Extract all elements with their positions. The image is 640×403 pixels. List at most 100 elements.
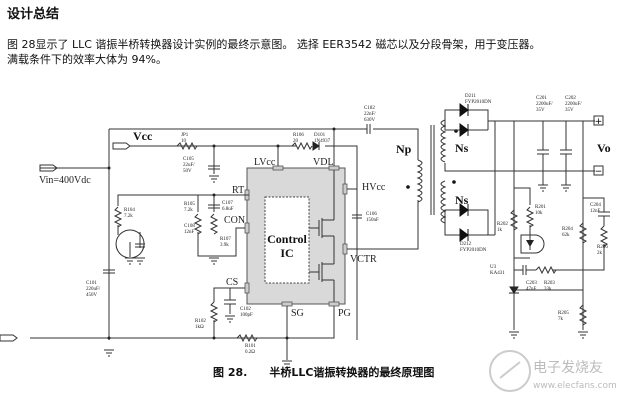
component-label-r104: R104 [124,208,135,213]
component-label-r203: R203 [544,281,555,286]
component-label-r105: R105 [184,202,195,207]
vcc-connector [112,142,131,150]
diode-d101 [312,141,320,151]
component-label-c182: C182 [364,106,375,111]
component-label-d212: D212 [460,242,472,247]
pin-con [244,222,250,234]
component-label-c202: 35V [565,108,574,113]
watermark-url: www.elecfans.com [533,381,617,391]
component-label-r107: R107 [220,237,231,242]
component-label-c107: C107 [222,201,233,206]
rectifier-diodes [459,103,469,242]
pin-label-vctr: VCTR [350,254,377,265]
vo-label: Vo [597,141,611,155]
vo-plus-terminal [593,115,604,126]
component-label-d101: 1N4937 [314,139,331,144]
ns-label-bottom: Ns [455,193,469,207]
figure-caption: 图 28. 半桥LLC谐振转换器的最终原理图 [213,364,456,380]
component-label-c203: 47nF [526,287,537,292]
component-label-c102: C102 [240,307,251,312]
minus-sign: − [595,167,603,177]
component-label-u3: U3 [490,265,497,270]
pin-label-rt: RT [232,185,244,196]
component-label-r201: R201 [535,205,546,210]
component-label-r205: 7k [558,317,564,322]
component-label-c201: 2200uF/ [536,102,553,107]
component-label-jp1: 10 [181,139,187,144]
component-label-r106: 20 [293,139,299,144]
component-label-r205: R205 [558,311,569,316]
component-labels: JP110R10620D1011N4937C18222nF/630VC10522… [86,94,608,355]
component-label-c101: 450V [86,293,98,298]
component-label-c182: 630V [364,118,376,123]
component-label-r101: R101 [245,344,256,349]
component-label-d211: FYP2010DN [465,100,492,105]
figure-number: 图 28. [213,366,248,379]
component-label-r104: 7.2k [124,214,133,219]
component-label-d101: D101 [314,133,326,138]
paragraph-line: 满载条件下的效率大体为 94%。 [7,53,167,66]
component-label-c105: C105 [183,157,194,162]
watermark-logo: 电子发烧友 www.elecfans.com [489,350,617,392]
component-label-r206: R206 [597,245,608,250]
pin-sg [281,301,293,307]
vo-minus-terminal [593,165,604,176]
component-label-r204: R204 [562,227,573,232]
component-label-r201: 10k [535,211,543,216]
component-label-c105: 50V [183,169,192,174]
component-label-c101: C101 [86,281,97,286]
optocoupler [520,234,545,254]
component-label-c105: 22uF/ [183,163,195,168]
vcc-label: Vcc [133,129,153,143]
component-label-d211: D211 [465,94,476,99]
pin-label-sg: SG [291,308,304,319]
component-label-c107: 6.8uF [222,207,234,212]
mosfet-high [309,190,335,249]
component-label-r202: 1k [497,228,503,233]
component-label-jp1: JP1 [181,133,189,138]
component-label-r106: R106 [293,133,304,138]
ns-label-top: Ns [455,141,469,155]
pin-label-pg: PG [338,308,351,319]
component-label-c106: C106 [366,212,377,217]
ic-label-line2: IC [280,246,293,260]
component-label-r203: 33k [544,287,552,292]
component-label-c106: 150nF [366,218,379,223]
component-label-c182: 22nF/ [364,112,376,117]
transformer [406,119,458,224]
vin-connector [39,164,58,172]
np-label: Np [396,142,412,156]
pin-cs [244,282,250,294]
component-label-r102: R102 [195,319,206,324]
figure-title: 半桥LLC谐振转换器的最终原理图 [269,366,435,379]
pin-pg [328,301,340,307]
pin-label-vdl: VDL [313,157,334,168]
component-label-r101: 0.2Ω [245,350,255,355]
pin-vctr [342,243,348,255]
component-label-r206: 2k [597,251,603,256]
section-heading: 设计总结 [7,7,60,22]
component-label-r204: 62k [562,233,570,238]
plus-sign: + [595,117,603,127]
component-label-c204: 12nF [590,209,601,214]
pin-label-con: CON [224,215,245,226]
component-label-c201: 35V [536,108,545,113]
gnd-connector [0,334,18,342]
paragraph-line: 图 28显示了 LLC 谐振半桥转换器设计实例的最终示意图。 选择 EER354… [7,38,541,51]
pin-label-lvcc: LVcc [254,157,276,168]
watermark-name: 电子发烧友 [533,360,603,376]
pin-hvcc [342,183,348,195]
component-label-c201: C201 [536,96,547,101]
component-label-d212: FYP2010DN [460,248,487,253]
component-label-c204: C204 [590,203,601,208]
component-label-u3: KA431 [490,271,505,276]
control-ic-core [264,196,310,284]
component-label-r107: 3.9k [220,243,229,248]
component-label-c101: 220uF/ [86,287,101,292]
component-label-c202: C202 [565,96,576,101]
component-label-r102: 1kΩ [195,325,204,330]
component-label-r202: R202 [497,222,508,227]
body-paragraph: 图 28显示了 LLC 谐振半桥转换器设计实例的最终示意图。 选择 EER354… [7,37,640,67]
component-label-c108: 12nF [184,230,195,235]
